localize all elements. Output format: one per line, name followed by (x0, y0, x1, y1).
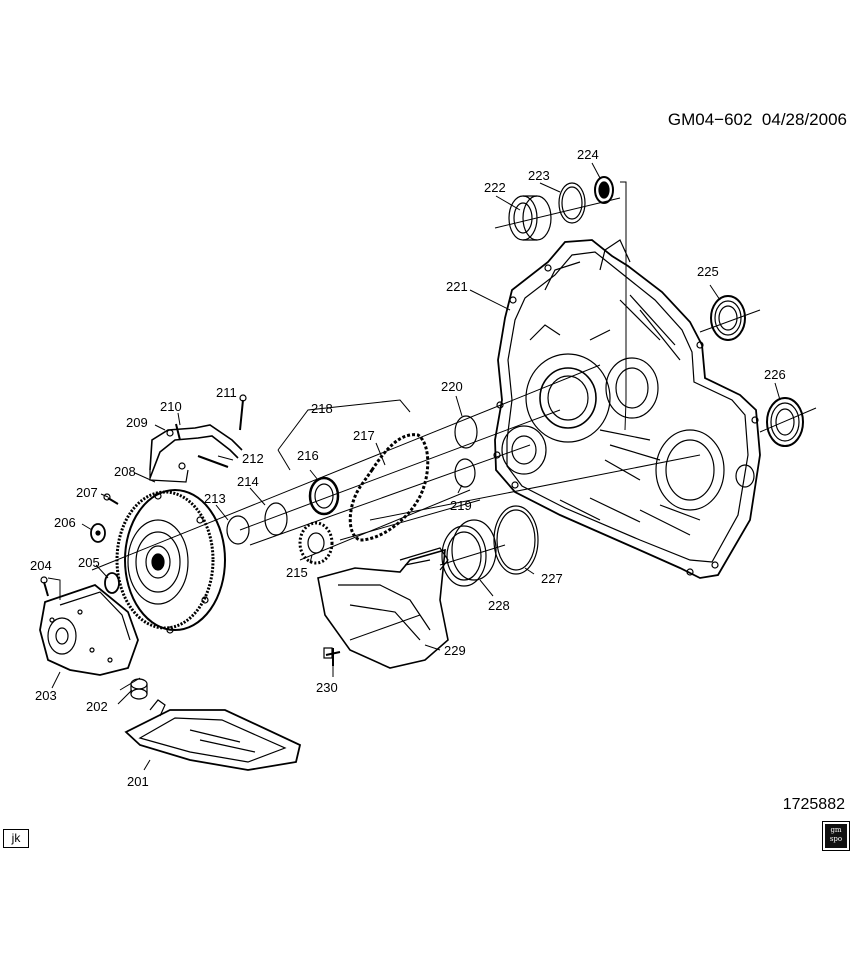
pump-203 (39, 583, 139, 676)
callout-204: 204 (30, 558, 52, 573)
bolt-211 (239, 394, 247, 431)
callout-216: 216 (297, 448, 319, 463)
clip-206 (90, 523, 106, 543)
callout-226: 226 (764, 367, 786, 382)
illustration-number: 1725882 (782, 796, 845, 813)
callout-207: 207 (76, 485, 98, 500)
callout-208: 208 (114, 464, 136, 479)
bolt-204 (40, 576, 49, 597)
shim-223 (558, 182, 586, 224)
callout-219: 219 (450, 498, 472, 513)
callout-215: 215 (286, 565, 308, 580)
diagram-date: 04/28/2006 (761, 110, 847, 129)
chain-217 (348, 433, 430, 542)
snap-ring-214 (264, 502, 288, 536)
callout-214: 214 (237, 474, 259, 489)
shield-229 (317, 547, 449, 669)
seal-213 (226, 515, 250, 545)
callout-205: 205 (78, 555, 100, 570)
callout-202: 202 (86, 699, 108, 714)
callout-224: 224 (577, 147, 599, 162)
callout-212: 212 (242, 451, 264, 466)
snap-ring-219 (454, 458, 476, 488)
callout-228: 228 (488, 598, 510, 613)
bolt-212 (197, 455, 229, 468)
callout-211: 211 (216, 385, 237, 400)
callout-223: 223 (528, 168, 550, 183)
bolt-210 (175, 423, 181, 441)
artist-initials-box: jk (3, 829, 29, 848)
diagram-header: GM04−602 04/28/2006 (668, 110, 847, 130)
callout-213: 213 (204, 491, 226, 506)
filter-201 (124, 699, 302, 771)
snap-ring-220 (454, 415, 478, 449)
bearing-cup-222 (508, 195, 552, 241)
converter-208 (115, 489, 226, 634)
callout-218: 218 (311, 401, 333, 416)
callout-222: 222 (484, 180, 506, 195)
callout-206: 206 (54, 515, 76, 530)
bolt-230 (323, 647, 341, 666)
callout-labels: 201 202 203 204 205 206 207 208 209 210 … (30, 147, 786, 789)
diagram-id: GM04−602 (667, 110, 753, 129)
logo-line-1: gm (830, 826, 842, 834)
callout-229: 229 (444, 643, 466, 658)
callout-209: 209 (126, 415, 148, 430)
leader-lines (47, 162, 817, 771)
seal-226 (766, 397, 804, 447)
callout-210: 210 (160, 399, 182, 414)
seal-225 (710, 295, 746, 341)
callout-201: 201 (127, 774, 149, 789)
sprocket-216 (308, 476, 340, 516)
seal-224 (594, 176, 614, 204)
sprocket-215 (298, 521, 334, 565)
callout-220: 220 (441, 379, 463, 394)
callout-221: 221 (446, 279, 468, 294)
callout-217: 217 (353, 428, 375, 443)
bearing-cup-228 (441, 519, 497, 587)
callout-225: 225 (697, 264, 719, 279)
seal-205 (104, 572, 120, 594)
ring-227 (493, 505, 539, 575)
pipe-assembly-209 (149, 424, 243, 483)
callout-230: 230 (316, 680, 338, 695)
logo-line-2: spo (829, 835, 843, 843)
bolt-207 (103, 493, 119, 505)
callout-203: 203 (35, 688, 57, 703)
callout-227: 227 (541, 571, 563, 586)
